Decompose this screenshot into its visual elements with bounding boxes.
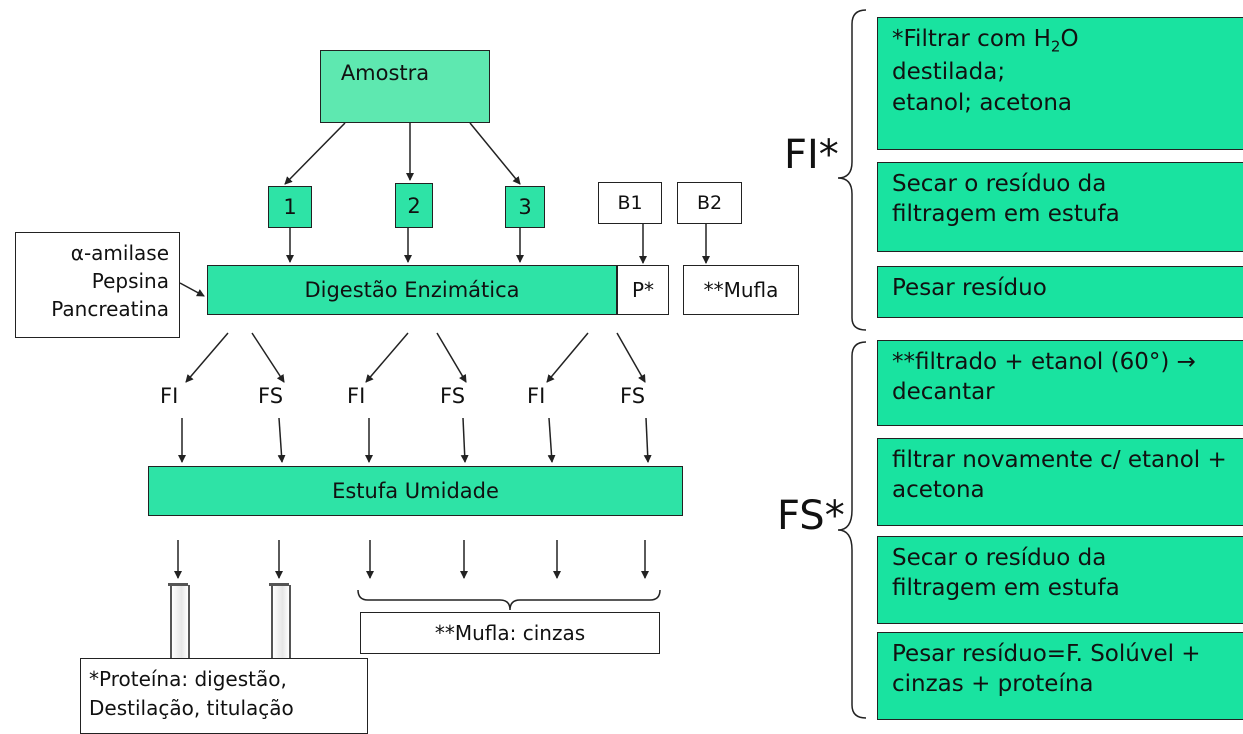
- fi-label: FI*: [784, 132, 839, 178]
- fi-step-weigh: Pesar resíduo: [877, 266, 1243, 318]
- blank-b1: B1: [598, 182, 662, 224]
- fraction-fs-1: FS: [258, 384, 284, 408]
- enzyme-pancreatin: Pancreatina: [51, 297, 169, 321]
- protein-line-2: Destilação, titulação: [89, 696, 294, 720]
- fi-step-filter: *Filtrar com H2O destilada; etanol; acet…: [877, 17, 1243, 150]
- portion-3: 3: [505, 186, 545, 228]
- test-tube-icon: [168, 583, 190, 667]
- fraction-fs-2: FS: [440, 384, 466, 408]
- mufla-box: **Mufla: [683, 265, 799, 315]
- brace-fs: [837, 341, 867, 719]
- p-box: P*: [617, 265, 669, 315]
- fs-step-dry: Secar o resíduo da filtragem em estufa: [877, 536, 1243, 624]
- brace-fi: [837, 9, 867, 331]
- fraction-fi-2: FI: [347, 384, 366, 408]
- test-tube-icon: [269, 583, 291, 667]
- sample-label: Amostra: [340, 61, 430, 85]
- blank-b2: B2: [677, 182, 742, 224]
- enzyme-amylase: α-amilase: [70, 241, 169, 265]
- fs-label: FS*: [777, 493, 845, 539]
- brace-mufla: [357, 589, 661, 611]
- fraction-fi-3: FI: [527, 384, 546, 408]
- enzyme-pepsin: Pepsina: [91, 269, 169, 293]
- mufla-ash-box: **Mufla: cinzas: [360, 612, 660, 654]
- fs-step-filtrate: **filtrado + etanol (60°) → decantar: [877, 340, 1243, 426]
- oven-label: Estufa Umidade: [332, 479, 499, 503]
- digestion-box: Digestão Enzimática: [207, 265, 617, 315]
- portion-2: 2: [395, 183, 433, 228]
- fraction-fi-1: FI: [160, 384, 179, 408]
- arrow-sample-to-3: [469, 122, 521, 185]
- arrow-enzymes-to-digestion: [179, 282, 205, 297]
- sample-box: Amostra: [320, 50, 490, 123]
- digestion-label: Digestão Enzimática: [304, 278, 520, 302]
- arrow-sample-to-1: [284, 122, 346, 185]
- fs-step-weigh: Pesar resíduo=F. Solúvel + cinzas + prot…: [877, 632, 1243, 720]
- protein-box: *Proteína: digestão, Destilação, titulaç…: [80, 658, 368, 734]
- enzymes-box: α-amilase Pepsina Pancreatina: [15, 232, 180, 338]
- fraction-fs-3: FS: [620, 384, 646, 408]
- fs-step-refilter: filtrar novamente c/ etanol + acetona: [877, 438, 1243, 526]
- protein-line-1: *Proteína: digestão,: [89, 667, 287, 691]
- fi-step-dry: Secar o resíduo da filtragem em estufa: [877, 162, 1243, 252]
- oven-box: Estufa Umidade: [148, 466, 683, 516]
- portion-1: 1: [268, 186, 312, 228]
